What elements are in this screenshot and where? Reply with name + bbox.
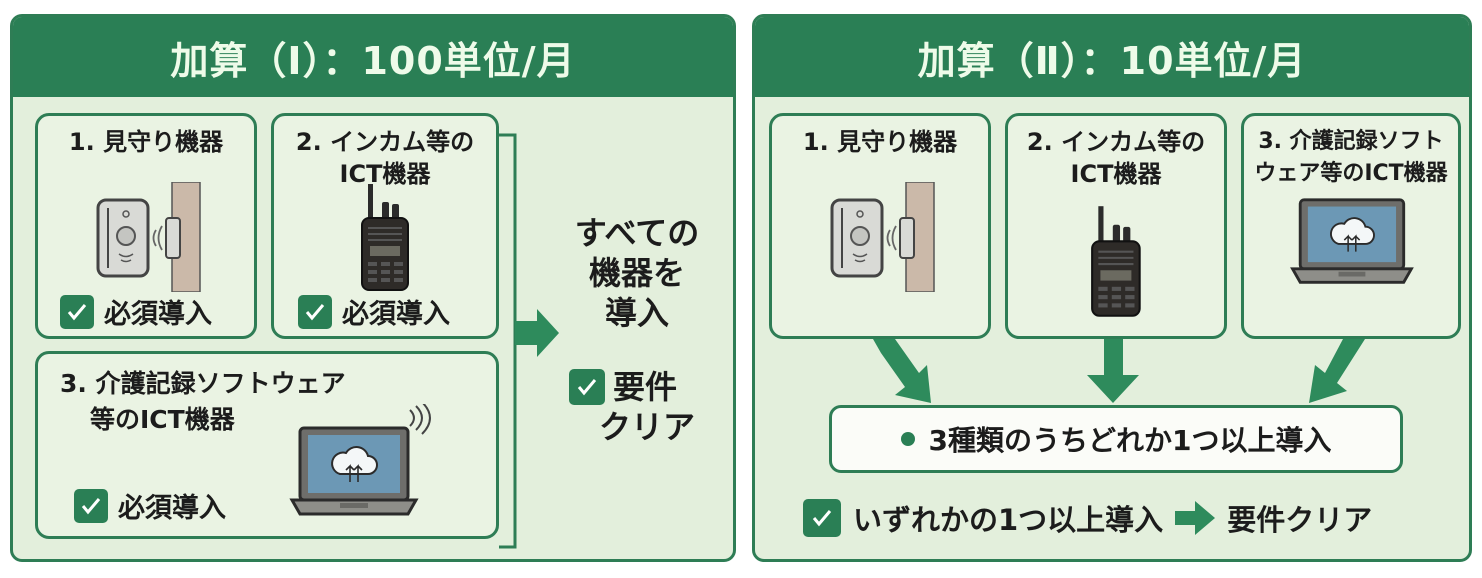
- all-devices-result: すべての 機器を 導入: [557, 213, 717, 333]
- walkie-talkie-icon: [361, 184, 409, 291]
- addition-1-panel: 加算（Ⅰ）：100単位/月 1. 見守り機器 必須導入 2. インカム等の IC…: [10, 14, 736, 562]
- sensor-device-icon: [96, 182, 201, 292]
- down-arrows-icon: [873, 339, 1365, 403]
- addition-2-title: 加算（Ⅱ）：10単位/月: [755, 17, 1469, 97]
- panel1-card-intercom: 2. インカム等の ICT機器 必須導入: [271, 113, 499, 339]
- cleared-line1: 要件: [613, 368, 678, 406]
- required-badge: 必須導入: [298, 292, 450, 331]
- panel2-card-monitoring: 1. 見守り機器: [769, 113, 991, 339]
- walkie-talkie-icon: [1091, 206, 1141, 317]
- addition-1-title: 加算（Ⅰ）：100単位/月: [13, 17, 733, 97]
- card-title-line2: ICT機器: [339, 160, 431, 188]
- required-badge: 必須導入: [74, 486, 226, 525]
- panel1-card-monitoring: 1. 見守り機器 必須導入: [35, 113, 257, 339]
- requirement-cleared: 要件 クリア: [569, 367, 719, 447]
- condition-box: 3種類のうちどれか1つ以上導入: [829, 405, 1403, 473]
- required-label: 必須導入: [104, 299, 212, 330]
- card-title-line2: ウェア等のICT機器: [1254, 161, 1448, 186]
- panel2-card-intercom: 2. インカム等の ICT機器: [1005, 113, 1227, 339]
- card-title-line2: ICT機器: [1070, 160, 1162, 188]
- requirement-cleared-line: いずれかの1つ以上導入 要件クリア: [803, 497, 1372, 539]
- checkbox-checked-icon: [803, 499, 841, 537]
- checkbox-checked-icon: [60, 294, 94, 329]
- card-title-line1: 2. インカム等の: [1026, 128, 1206, 156]
- laptop-cloud-icon: [289, 404, 431, 516]
- cleared-line2: クリア: [599, 408, 696, 446]
- checkbox-checked-icon: [298, 294, 332, 329]
- card-title: 1. 見守り機器: [802, 128, 958, 156]
- result-line2: 機器を: [588, 254, 685, 292]
- card-title-line1: 2. インカム等の: [295, 128, 475, 156]
- bracket-connector: [497, 133, 559, 549]
- checkbox-checked-icon: [569, 369, 605, 405]
- addition-2-panel: 加算（Ⅱ）：10単位/月 1. 見守り機器 2. インカム等の ICT機器: [752, 14, 1472, 562]
- required-label: 必須導入: [118, 493, 226, 524]
- result-left-text: いずれかの1つ以上導入: [853, 503, 1164, 537]
- result-right-text: 要件クリア: [1227, 503, 1373, 537]
- bullet-icon: [900, 432, 915, 446]
- sensor-device-icon: [830, 182, 935, 292]
- required-badge: 必須導入: [60, 292, 212, 331]
- laptop-cloud-icon: [1290, 198, 1414, 284]
- result-line3: 導入: [604, 294, 669, 332]
- card-title-line1: 3. 介護記録ソフト: [1258, 129, 1444, 154]
- panel1-card-care-software: 3. 介護記録ソフトウェア 等のICT機器 必須導入: [35, 351, 499, 539]
- condition-text: 3種類のうちどれか1つ以上導入: [928, 424, 1332, 457]
- card-title-line1: 3. 介護記録ソフトウェア: [60, 369, 346, 398]
- card-title: 1. 見守り機器: [68, 128, 224, 156]
- card-title-line2: 等のICT機器: [90, 405, 235, 434]
- result-line1: すべての: [574, 214, 700, 252]
- panel2-card-care-software: 3. 介護記録ソフト ウェア等のICT機器: [1241, 113, 1461, 339]
- checkbox-checked-icon: [74, 488, 108, 523]
- right-arrow-icon: [1175, 501, 1216, 535]
- required-label: 必須導入: [342, 299, 450, 330]
